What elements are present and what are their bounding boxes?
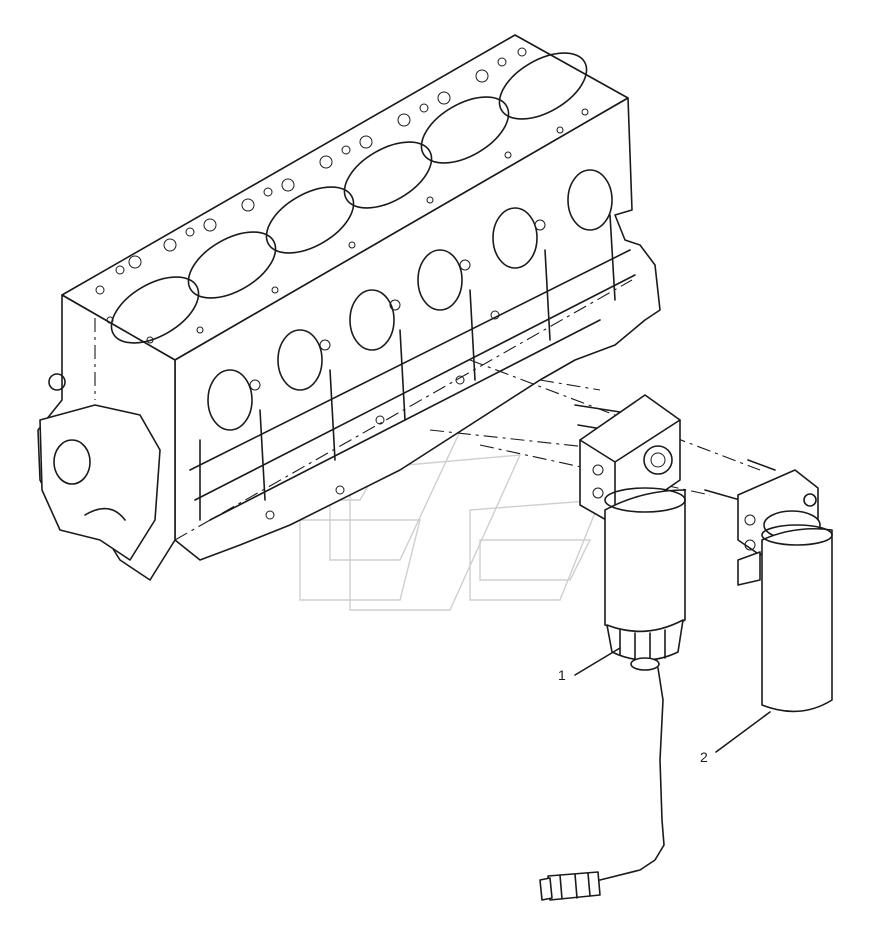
block-side [174,97,661,561]
filter-2-canister [761,527,833,713]
oil-filter [704,459,833,713]
side-bosses [249,219,546,520]
sensor-connector [547,871,601,901]
callout-1-number: 1 [558,667,566,683]
filter-1-sensor-port [643,445,673,475]
crankcase-openings [207,169,613,431]
engine-block [37,34,661,581]
cylinder-bores [110,52,588,344]
filter-1-bowl [606,619,684,661]
end-boss [48,373,66,391]
end-flange [39,404,161,561]
callout-2-number: 2 [700,749,708,765]
filter-2-studs [704,459,776,501]
end-bore [53,439,91,485]
fuel-filter [539,394,686,901]
callout-1-leader [574,647,621,676]
callout-2-leader [715,711,771,753]
side-ribs [189,214,636,521]
deck-holes [95,47,589,344]
sensor-cable [599,667,665,881]
